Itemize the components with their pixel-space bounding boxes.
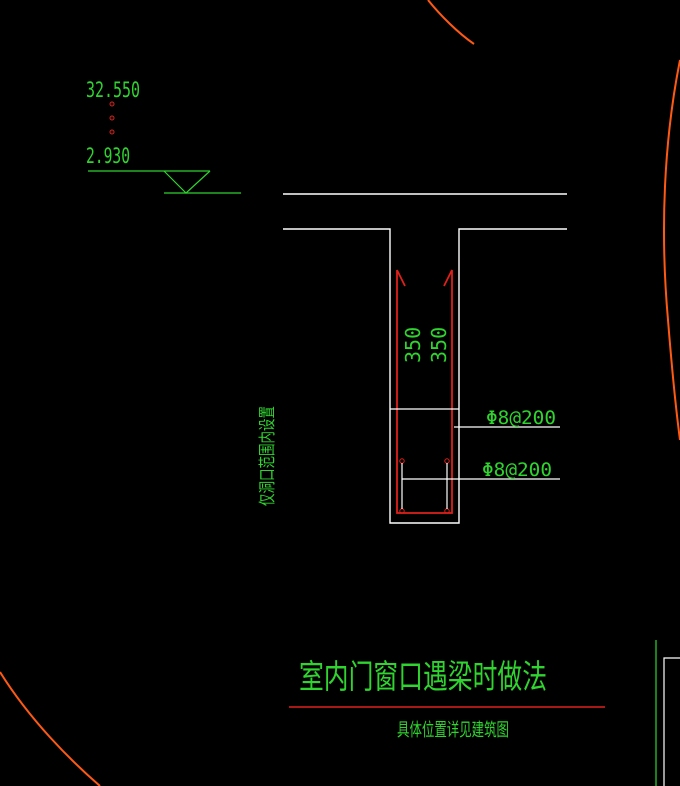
beam-section-outline: [283, 193, 567, 524]
side-note: 仅洞口范围内设置: [258, 406, 278, 506]
stirrup: [396, 269, 453, 514]
rebar-callouts: Φ8@200 Φ8@200: [390, 407, 560, 481]
elevation-marker: 32.550 2.930: [86, 78, 241, 194]
bar-top-right: [444, 458, 450, 464]
boundary-curve-top: [427, 0, 475, 45]
frame-edge-fragment: [655, 640, 680, 786]
stirrup-callout-text: Φ8@200: [486, 407, 556, 429]
elevation-dot-1: [109, 101, 115, 107]
depth-label-1: 350: [401, 327, 425, 363]
elevation-top-value: 32.550: [86, 78, 140, 102]
bar-callout-text: Φ8@200: [482, 459, 552, 481]
elevation-dot-2: [109, 115, 115, 121]
frame-line-corner: [663, 657, 680, 786]
drawing-title-block: 室内门窗口遇梁时做法 具体位置详见建筑图: [289, 657, 605, 741]
beam-outline: [283, 228, 567, 524]
elevation-dot-3: [109, 129, 115, 135]
elevation-triangle: [163, 170, 211, 194]
bar-top-left: [399, 458, 405, 464]
rebar-cage: [396, 269, 453, 514]
depth-label-2: 350: [427, 327, 451, 363]
boundary-curve-right: [663, 59, 680, 441]
drawing-subtitle: 具体位置详见建筑图: [397, 720, 509, 741]
boundary-curve-bottom-left: [0, 671, 101, 786]
elevation-bottom-value: 2.930: [86, 144, 130, 168]
drawing-title: 室内门窗口遇梁时做法: [299, 657, 547, 696]
